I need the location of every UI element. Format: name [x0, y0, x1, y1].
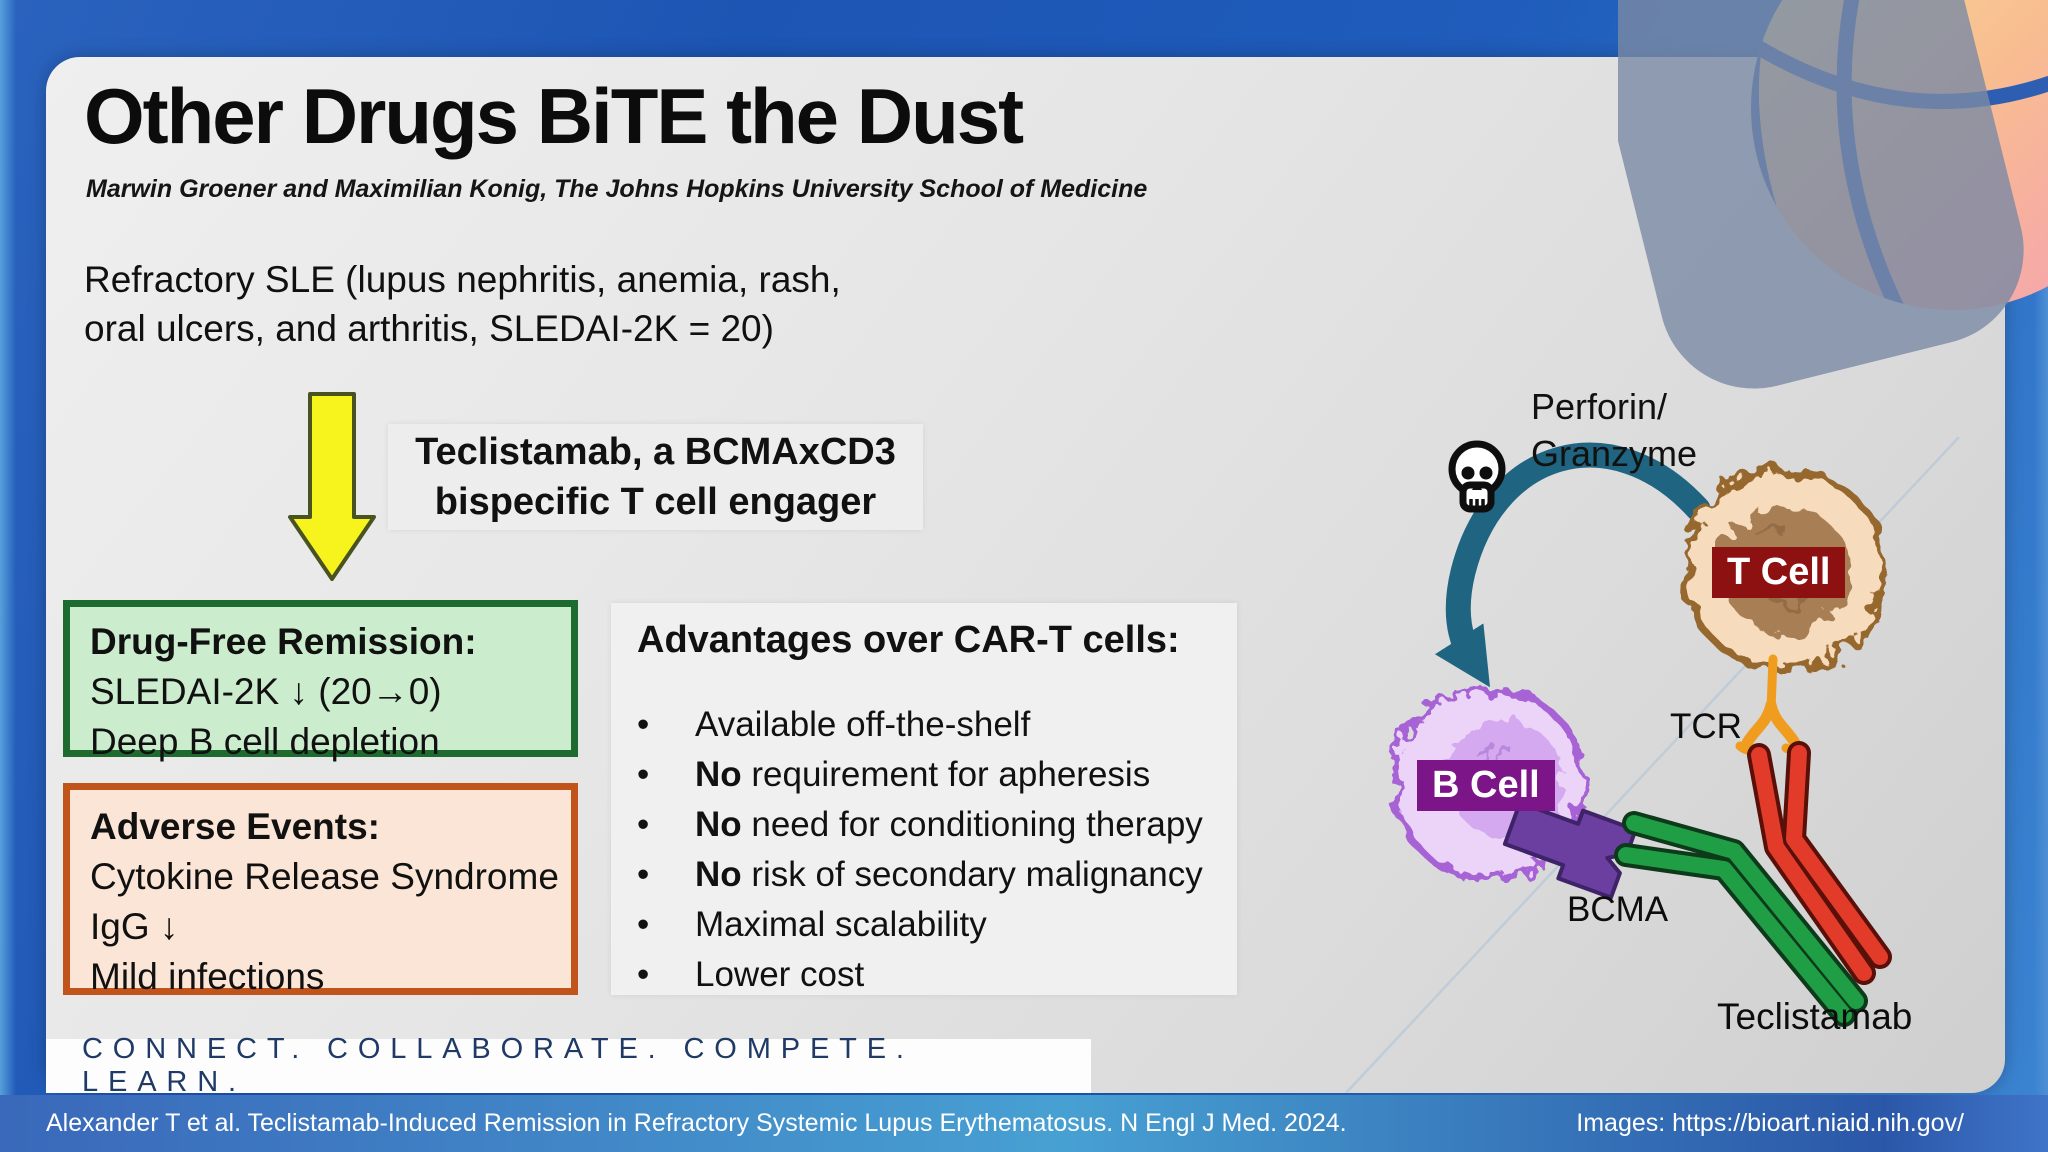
- footer-bar: Alexander T et al. Teclistamab-Induced R…: [0, 1095, 2048, 1152]
- perforin-line: Perforin/: [1531, 386, 1668, 427]
- item-bold: No: [695, 755, 742, 794]
- t-cell-label: T Cell: [1712, 547, 1846, 598]
- teclistamab-label: Teclistamab: [1717, 996, 1913, 1037]
- treatment-line-1: Teclistamab, a BCMAxCD3: [415, 431, 896, 473]
- case-description: Refractory SLE (lupus nephritis, anemia,…: [84, 255, 841, 353]
- list-item: • No risk of secondary malignancy: [637, 850, 1237, 900]
- bullet-icon: •: [637, 755, 650, 794]
- treatment-line-2: bispecific T cell engager: [434, 481, 877, 523]
- slide-title: Other Drugs BiTE the Dust: [84, 72, 1024, 160]
- image-credit-link[interactable]: Images: https://bioart.niaid.nih.gov/: [1576, 1109, 1964, 1137]
- citation-text: Alexander T et al. Teclistamab-Induced R…: [46, 1109, 1347, 1137]
- item-text: Available off-the-shelf: [695, 705, 1031, 744]
- item-text: requirement for apheresis: [741, 755, 1151, 794]
- antibody-red-chain: [1747, 741, 1892, 985]
- item-text: need for conditioning therapy: [741, 805, 1203, 844]
- motto-text: CONNECT. COLLABORATE. COMPETE. LEARN.: [82, 1033, 914, 1098]
- slide-canvas: Other Drugs BiTE the Dust Marwin Groener…: [46, 57, 2005, 1098]
- list-item: • No requirement for apheresis: [637, 750, 1237, 800]
- advantages-list: • Available off-the-shelf • No requireme…: [637, 700, 1237, 1000]
- item-bold: No: [695, 855, 742, 894]
- skull-icon: [1448, 440, 1506, 513]
- down-arrow: [288, 392, 376, 581]
- list-item: • No need for conditioning therapy: [637, 800, 1237, 850]
- motto-banner: CONNECT. COLLABORATE. COMPETE. LEARN.: [46, 1033, 1091, 1098]
- adverse-events-box: Adverse Events: Cytokine Release Syndrom…: [63, 783, 578, 997]
- adverse-line-1: Cytokine Release Syndrome: [90, 856, 559, 897]
- case-line-2: oral ulcers, and arthritis, SLEDAI-2K = …: [84, 308, 774, 349]
- b-cell-label: B Cell: [1417, 760, 1555, 811]
- bcma-label: BCMA: [1567, 890, 1669, 929]
- antibody-green-chain: [1614, 811, 1868, 1027]
- adverse-line-3: Mild infections: [90, 956, 325, 997]
- granzyme-line: Granzyme: [1531, 433, 1698, 474]
- adverse-title: Adverse Events:: [90, 806, 380, 847]
- frame-left-highlight: [0, 0, 16, 1095]
- advantages-title: Advantages over CAR-T cells:: [637, 619, 1180, 661]
- advantages-box: Advantages over CAR-T cells: • Available…: [611, 603, 1237, 995]
- bullet-icon: •: [637, 855, 650, 894]
- case-line-1: Refractory SLE (lupus nephritis, anemia,…: [84, 259, 841, 300]
- bcma-receptor: [1502, 800, 1638, 900]
- list-item: • Lower cost: [637, 950, 1237, 1000]
- bullet-icon: •: [637, 705, 650, 744]
- bullet-icon: •: [637, 905, 650, 944]
- adverse-line-2: IgG ↓: [90, 906, 179, 947]
- treatment-box: Teclistamab, a BCMAxCD3 bispecific T cel…: [388, 424, 923, 530]
- remission-line-2: Deep B cell depletion: [90, 721, 440, 762]
- remission-title: Drug-Free Remission:: [90, 621, 477, 662]
- remission-line-1: SLEDAI-2K ↓ (20→0): [90, 671, 442, 712]
- frame-right-highlight: [2034, 0, 2048, 1095]
- perforin-granzyme-label: Perforin/ Granzyme: [1531, 383, 1697, 477]
- item-text: Maximal scalability: [695, 905, 987, 944]
- item-text: Lower cost: [695, 955, 865, 994]
- bullet-icon: •: [637, 955, 650, 994]
- list-item: • Maximal scalability: [637, 900, 1237, 950]
- bullet-icon: •: [637, 805, 650, 844]
- slide-authors: Marwin Groener and Maximilian Konig, The…: [86, 175, 1148, 203]
- list-item: • Available off-the-shelf: [637, 700, 1237, 750]
- item-bold: No: [695, 805, 742, 844]
- tcr-label: TCR: [1670, 707, 1742, 746]
- item-text: risk of secondary malignancy: [741, 855, 1203, 894]
- remission-box: Drug-Free Remission: SLEDAI-2K ↓ (20→0) …: [63, 600, 578, 762]
